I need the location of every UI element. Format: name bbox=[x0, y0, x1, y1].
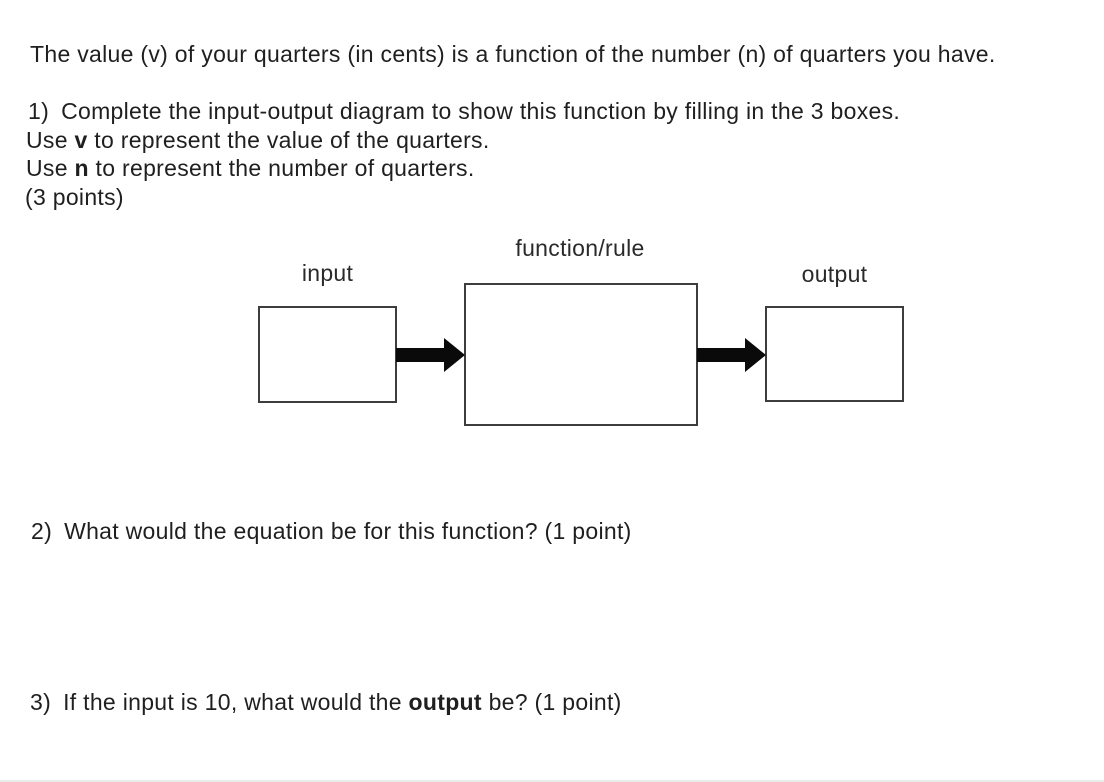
question-3-post: be? (1 point) bbox=[481, 689, 622, 715]
output-label: output bbox=[801, 261, 868, 287]
input-label: input bbox=[301, 260, 354, 286]
instruction-use-v: Use v to represent the value of the quar… bbox=[26, 127, 490, 154]
question-2-prompt: 2) What would the equation be for this fu… bbox=[31, 518, 632, 545]
arrow-right-icon bbox=[396, 338, 465, 372]
question-3-pre: If the input is 10, what would the bbox=[63, 689, 409, 715]
input-box[interactable] bbox=[258, 306, 397, 403]
question-1-points-note: (3 points) bbox=[25, 184, 124, 210]
question-3-emphasis: output bbox=[408, 689, 482, 715]
output-box[interactable] bbox=[765, 306, 904, 402]
question-2-number: 2) bbox=[31, 518, 53, 544]
function-rule-box[interactable] bbox=[464, 283, 698, 426]
intro-text: The value (v) of your quarters (in cents… bbox=[30, 41, 996, 67]
instruction-v-pre: Use bbox=[26, 127, 75, 153]
arrow-right-icon bbox=[697, 338, 766, 372]
question-2-text: What would the equation be for this func… bbox=[64, 518, 632, 544]
question-3-prompt: 3) If the input is 10, what would the out… bbox=[30, 689, 622, 716]
instruction-n-post: to represent the number of quarters. bbox=[88, 155, 475, 181]
page-bottom-divider bbox=[0, 780, 1104, 782]
question-1-prompt: 1) Complete the input-output diagram to s… bbox=[28, 98, 900, 125]
instruction-n-pre: Use bbox=[26, 155, 75, 181]
variable-n: n bbox=[74, 155, 89, 181]
question-1-number: 1) bbox=[28, 98, 50, 124]
instruction-use-n: Use n to represent the number of quarter… bbox=[26, 155, 475, 182]
instruction-v-post: to represent the value of the quarters. bbox=[87, 127, 490, 153]
question-3-number: 3) bbox=[30, 689, 52, 715]
variable-v: v bbox=[74, 127, 88, 153]
function-rule-label: function/rule bbox=[515, 235, 645, 261]
question-1-text: Complete the input-output diagram to sho… bbox=[61, 98, 901, 124]
